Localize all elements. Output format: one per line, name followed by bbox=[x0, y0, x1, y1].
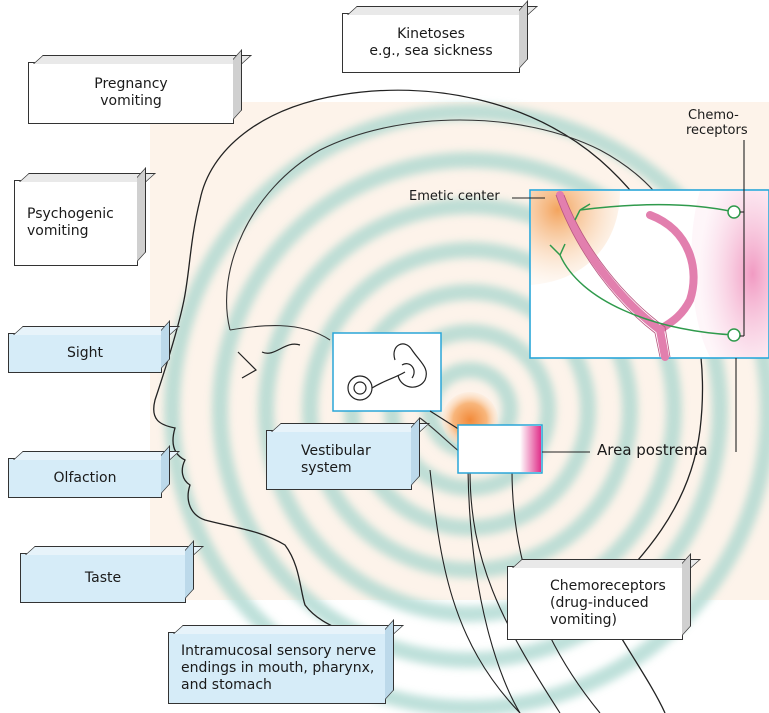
intramucosal-line2: endings in mouth, pharynx, bbox=[181, 659, 375, 676]
cochlea-icon bbox=[347, 343, 427, 401]
vestibular-system-box: Vestibular system bbox=[266, 430, 412, 490]
olfaction-box: Olfaction bbox=[8, 458, 162, 498]
receptor-node-lower bbox=[727, 328, 741, 342]
chemoreceptor-zone bbox=[691, 191, 768, 357]
face-mark bbox=[261, 343, 301, 354]
area-postrema-label: Area postrema bbox=[597, 442, 708, 458]
psychogenic-line2: vomiting bbox=[27, 223, 89, 239]
chemoreceptors-drug-box: Chemoreceptors (drug-induced vomiting) bbox=[507, 566, 683, 640]
eye-mark bbox=[237, 351, 257, 379]
emetic-center-text: Emetic center bbox=[409, 189, 500, 204]
vestibular-inset bbox=[332, 332, 442, 412]
taste-label: Taste bbox=[84, 569, 122, 586]
olfaction-label: Olfaction bbox=[53, 469, 117, 486]
sight-label: Sight bbox=[66, 344, 104, 361]
kinetoses-line1: Kinetoses bbox=[397, 26, 465, 42]
intramucosal-box: Intramucosal sensory nerve endings in mo… bbox=[168, 632, 386, 704]
vestibular-line1: Vestibular bbox=[301, 443, 371, 459]
psychogenic-line1: Psychogenic bbox=[27, 206, 114, 222]
nerve-fibers bbox=[549, 203, 735, 336]
postrema-bar bbox=[520, 426, 541, 472]
blood-vessels-outline bbox=[555, 194, 671, 358]
vestibular-line2: system bbox=[301, 460, 352, 476]
intramucosal-line1: Intramucosal sensory nerve bbox=[181, 642, 377, 659]
chemoreceptors-drug-line1: Chemoreceptors bbox=[550, 577, 666, 594]
psychogenic-vomiting-box: Psychogenic vomiting bbox=[14, 180, 138, 266]
area-postrema-text: Area postrema bbox=[597, 441, 708, 459]
pregnancy-vomiting-box: Pregnancy vomiting bbox=[28, 62, 234, 124]
chemoreceptors-drug-line3: vomiting) bbox=[550, 611, 617, 628]
kinetoses-line2: e.g., sea sickness bbox=[369, 43, 493, 59]
taste-box: Taste bbox=[20, 553, 186, 603]
nerve-tracts bbox=[429, 469, 601, 713]
chemo-receptors-line1: Chemo- bbox=[688, 108, 739, 123]
blood-vessels bbox=[556, 191, 698, 361]
pregnancy-line1: Pregnancy bbox=[94, 76, 168, 92]
intramucosal-line3: and stomach bbox=[181, 676, 272, 693]
emetic-center-label: Emetic center bbox=[409, 189, 500, 205]
pregnancy-line2: vomiting bbox=[100, 93, 162, 109]
chemo-receptors-line2: receptors bbox=[686, 123, 748, 138]
sight-box: Sight bbox=[8, 333, 162, 373]
kinetoses-box: Kinetoses e.g., sea sickness bbox=[342, 13, 520, 73]
chemoreceptors-drug-line2: (drug-induced bbox=[550, 594, 649, 611]
receptor-node-upper bbox=[727, 205, 741, 219]
vestibular-link bbox=[429, 410, 461, 431]
chemo-receptors-label: Chemo- receptors bbox=[686, 108, 748, 138]
